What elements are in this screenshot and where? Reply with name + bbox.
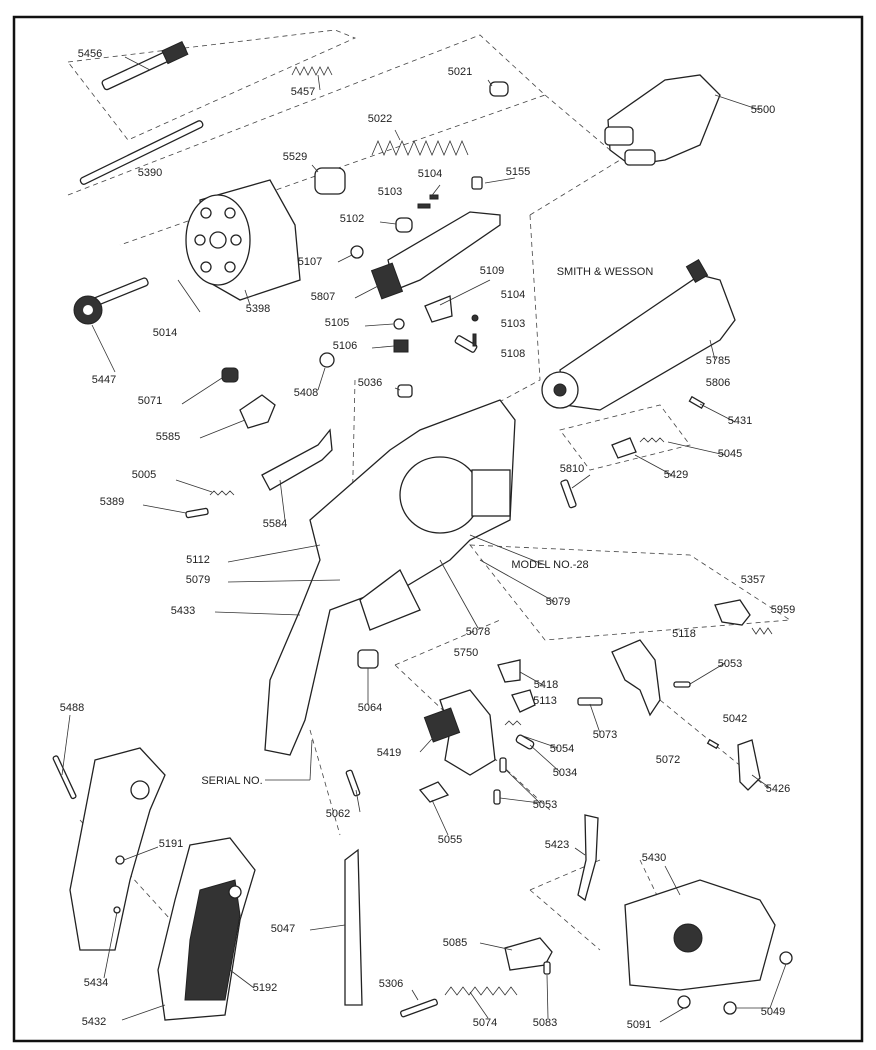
part-label: 5072	[656, 754, 680, 766]
part-label: 5113	[533, 695, 557, 707]
part-label: 5083	[533, 1017, 557, 1029]
part-label: SMITH & WESSON	[557, 266, 654, 278]
part-label: 5118	[672, 628, 696, 640]
part-label: 5389	[100, 496, 124, 508]
frame-border	[12, 15, 864, 1043]
part-label: 5045	[718, 448, 742, 460]
part-label: 5810	[560, 463, 584, 475]
part-label: 5108	[501, 348, 525, 360]
part-label: 5073	[593, 729, 617, 741]
part-label: 5398	[246, 303, 270, 315]
part-label: 5500	[751, 104, 775, 116]
part-label: 5434	[84, 977, 108, 989]
part-label: 5022	[368, 113, 392, 125]
part-label: 5959	[771, 604, 795, 616]
part-label: 5079	[186, 574, 210, 586]
part-label: 5054	[550, 743, 574, 755]
part-drawings	[52, 40, 793, 1021]
part-label: 5071	[138, 395, 162, 407]
part-label: 5155	[506, 166, 530, 178]
part-label: 5192	[253, 982, 277, 994]
cylinder	[185, 179, 301, 301]
part-label: 5104	[418, 168, 442, 180]
part-label: 5191	[159, 838, 183, 850]
leader-lines	[61, 56, 787, 1023]
part-label: 5047	[271, 923, 295, 935]
revolver-frame	[264, 399, 516, 756]
part-label: 5055	[438, 834, 462, 846]
part-label: 5423	[545, 839, 569, 851]
part-label: 5529	[283, 151, 307, 163]
part-label: 5456	[78, 48, 102, 60]
part-label: 5034	[553, 767, 577, 779]
part-label: 5585	[156, 431, 180, 443]
part-label: 5062	[326, 808, 350, 820]
part-label: 5112	[186, 554, 210, 566]
part-label: 5085	[443, 937, 467, 949]
part-label: 5021	[448, 66, 472, 78]
part-label: 5053	[718, 658, 742, 670]
part-label: 5390	[138, 167, 162, 179]
part-label: 5106	[333, 340, 357, 352]
part-label: 5457	[291, 86, 315, 98]
part-label: 5042	[723, 713, 747, 725]
part-label: 5426	[766, 783, 790, 795]
part-label: 5488	[60, 702, 84, 714]
part-label: 5079	[546, 596, 570, 608]
part-label: 5432	[82, 1016, 106, 1028]
part-label: 5049	[761, 1006, 785, 1018]
part-label: 5429	[664, 469, 688, 481]
part-label: 5005	[132, 469, 156, 481]
part-label: 5433	[171, 605, 195, 617]
part-label: MODEL NO.-28	[511, 559, 588, 571]
part-label: 5103	[378, 186, 402, 198]
part-labels: 5456 5457 5021 5500 5022 5529 5104 5155 5390 5103…	[60, 48, 795, 1031]
part-label: 5447	[92, 374, 116, 386]
part-label: 5418	[534, 679, 558, 691]
part-label: 5091	[627, 1019, 651, 1031]
part-label: 5750	[454, 647, 478, 659]
part-label: 5430	[642, 852, 666, 864]
part-label: 5064	[358, 702, 382, 714]
part-label: 5104	[501, 289, 525, 301]
part-label: 5103	[501, 318, 525, 330]
part-label: 5078	[466, 626, 490, 638]
part-label: 5584	[263, 518, 287, 530]
part-label: 5431	[728, 415, 752, 427]
part-label: 5408	[294, 387, 318, 399]
part-label: 5053	[533, 799, 557, 811]
extractor	[73, 277, 149, 325]
part-label: 5102	[340, 213, 364, 225]
part-label: 5785	[706, 355, 730, 367]
part-label: 5105	[325, 317, 349, 329]
part-label: 5806	[706, 377, 730, 389]
part-label: 5419	[377, 747, 401, 759]
part-label: 5014	[153, 327, 177, 339]
part-label: 5357	[741, 574, 765, 586]
part-label: SERIAL NO.	[201, 775, 262, 787]
part-label: 5109	[480, 265, 504, 277]
part-label: 5807	[311, 291, 335, 303]
part-label: 5074	[473, 1017, 497, 1029]
part-label: 5107	[298, 256, 322, 268]
part-label: 5036	[358, 377, 382, 389]
barrel	[541, 259, 736, 411]
part-label: 5306	[379, 978, 403, 990]
